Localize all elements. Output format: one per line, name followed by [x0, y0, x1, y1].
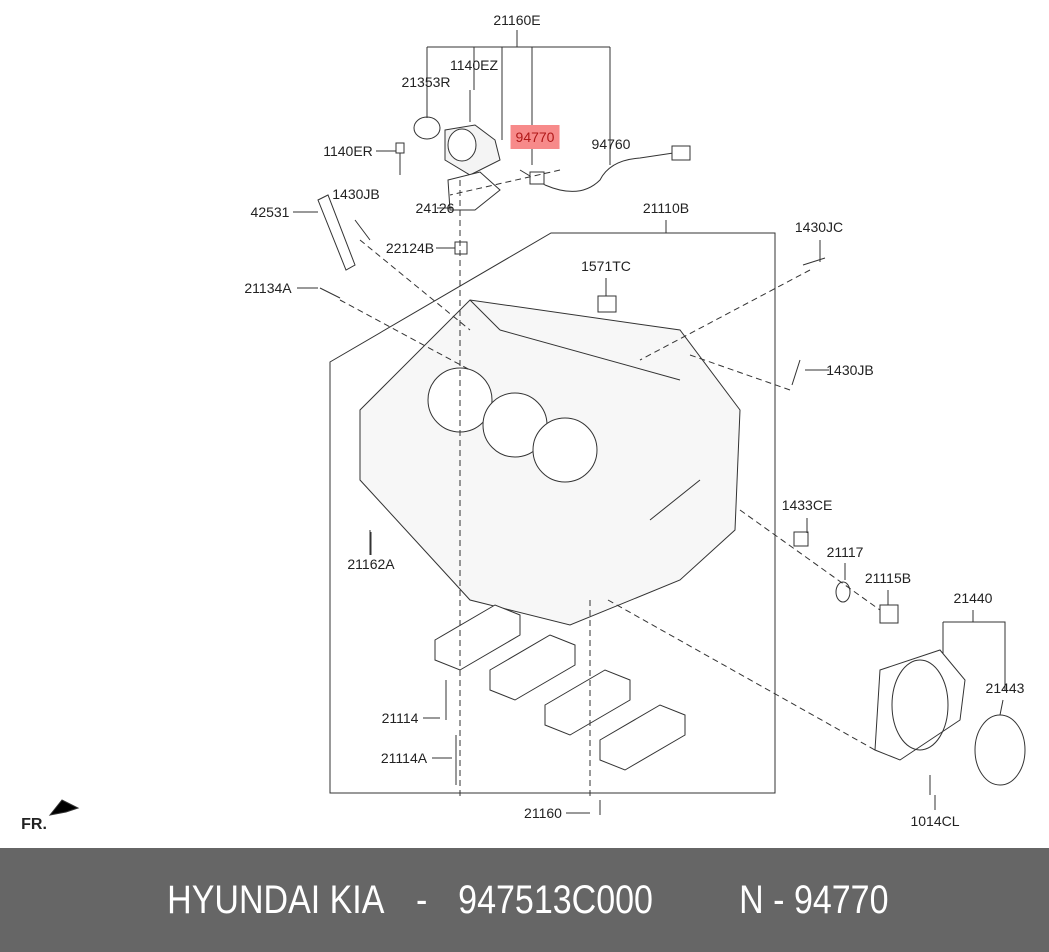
- label-21115B[interactable]: 21115B: [864, 570, 912, 586]
- label-24126[interactable]: 24126: [415, 200, 455, 216]
- label-1140EZ[interactable]: 1140EZ: [450, 57, 498, 73]
- label-1430JB[interactable]: 1430JB: [332, 186, 380, 202]
- label-21443[interactable]: 21443: [985, 680, 1025, 696]
- label-21440[interactable]: 21440: [953, 590, 993, 606]
- part-info-footer: HYUNDAI KIA - 947513C000 N - 94770: [0, 848, 1049, 952]
- label-1430JB-2[interactable]: 1430JB: [826, 362, 874, 378]
- separator: -: [416, 877, 428, 922]
- label-94760[interactable]: 94760: [591, 136, 631, 152]
- label-21353R[interactable]: 21353R: [401, 74, 451, 90]
- label-1140ER[interactable]: 1140ER: [323, 143, 373, 159]
- label-21134A[interactable]: 21134A: [244, 280, 292, 296]
- label-94770-highlighted[interactable]: 94770: [510, 125, 560, 149]
- brand-text: HYUNDAI KIA: [166, 877, 385, 922]
- label-1430JC[interactable]: 1430JC: [794, 219, 844, 235]
- label-21117[interactable]: 21117: [826, 544, 864, 560]
- engine-block-drawing: [48, 30, 1026, 816]
- label-1014CL[interactable]: 1014CL: [910, 813, 960, 829]
- label-21110B[interactable]: 21110B: [642, 200, 690, 216]
- label-1433CE[interactable]: 1433CE: [781, 497, 833, 513]
- part-number: 947513C000: [457, 877, 653, 922]
- parts-diagram: 21160E 1140EZ 21353R 94770 94760 1140ER …: [21, 12, 1026, 833]
- front-direction-label: FR.: [21, 816, 47, 833]
- label-21114A[interactable]: 21114A: [380, 750, 428, 766]
- label-21162A[interactable]: 21162A: [347, 556, 395, 572]
- label-21160[interactable]: 21160: [524, 805, 562, 821]
- label-21160E[interactable]: 21160E: [493, 12, 541, 28]
- label-21114[interactable]: 21114: [381, 710, 419, 726]
- label-42531[interactable]: 42531: [250, 204, 290, 220]
- reference-number: N - 94770: [738, 877, 889, 922]
- label-1571TC[interactable]: 1571TC: [581, 258, 631, 274]
- label-22124B[interactable]: 22124B: [385, 240, 435, 256]
